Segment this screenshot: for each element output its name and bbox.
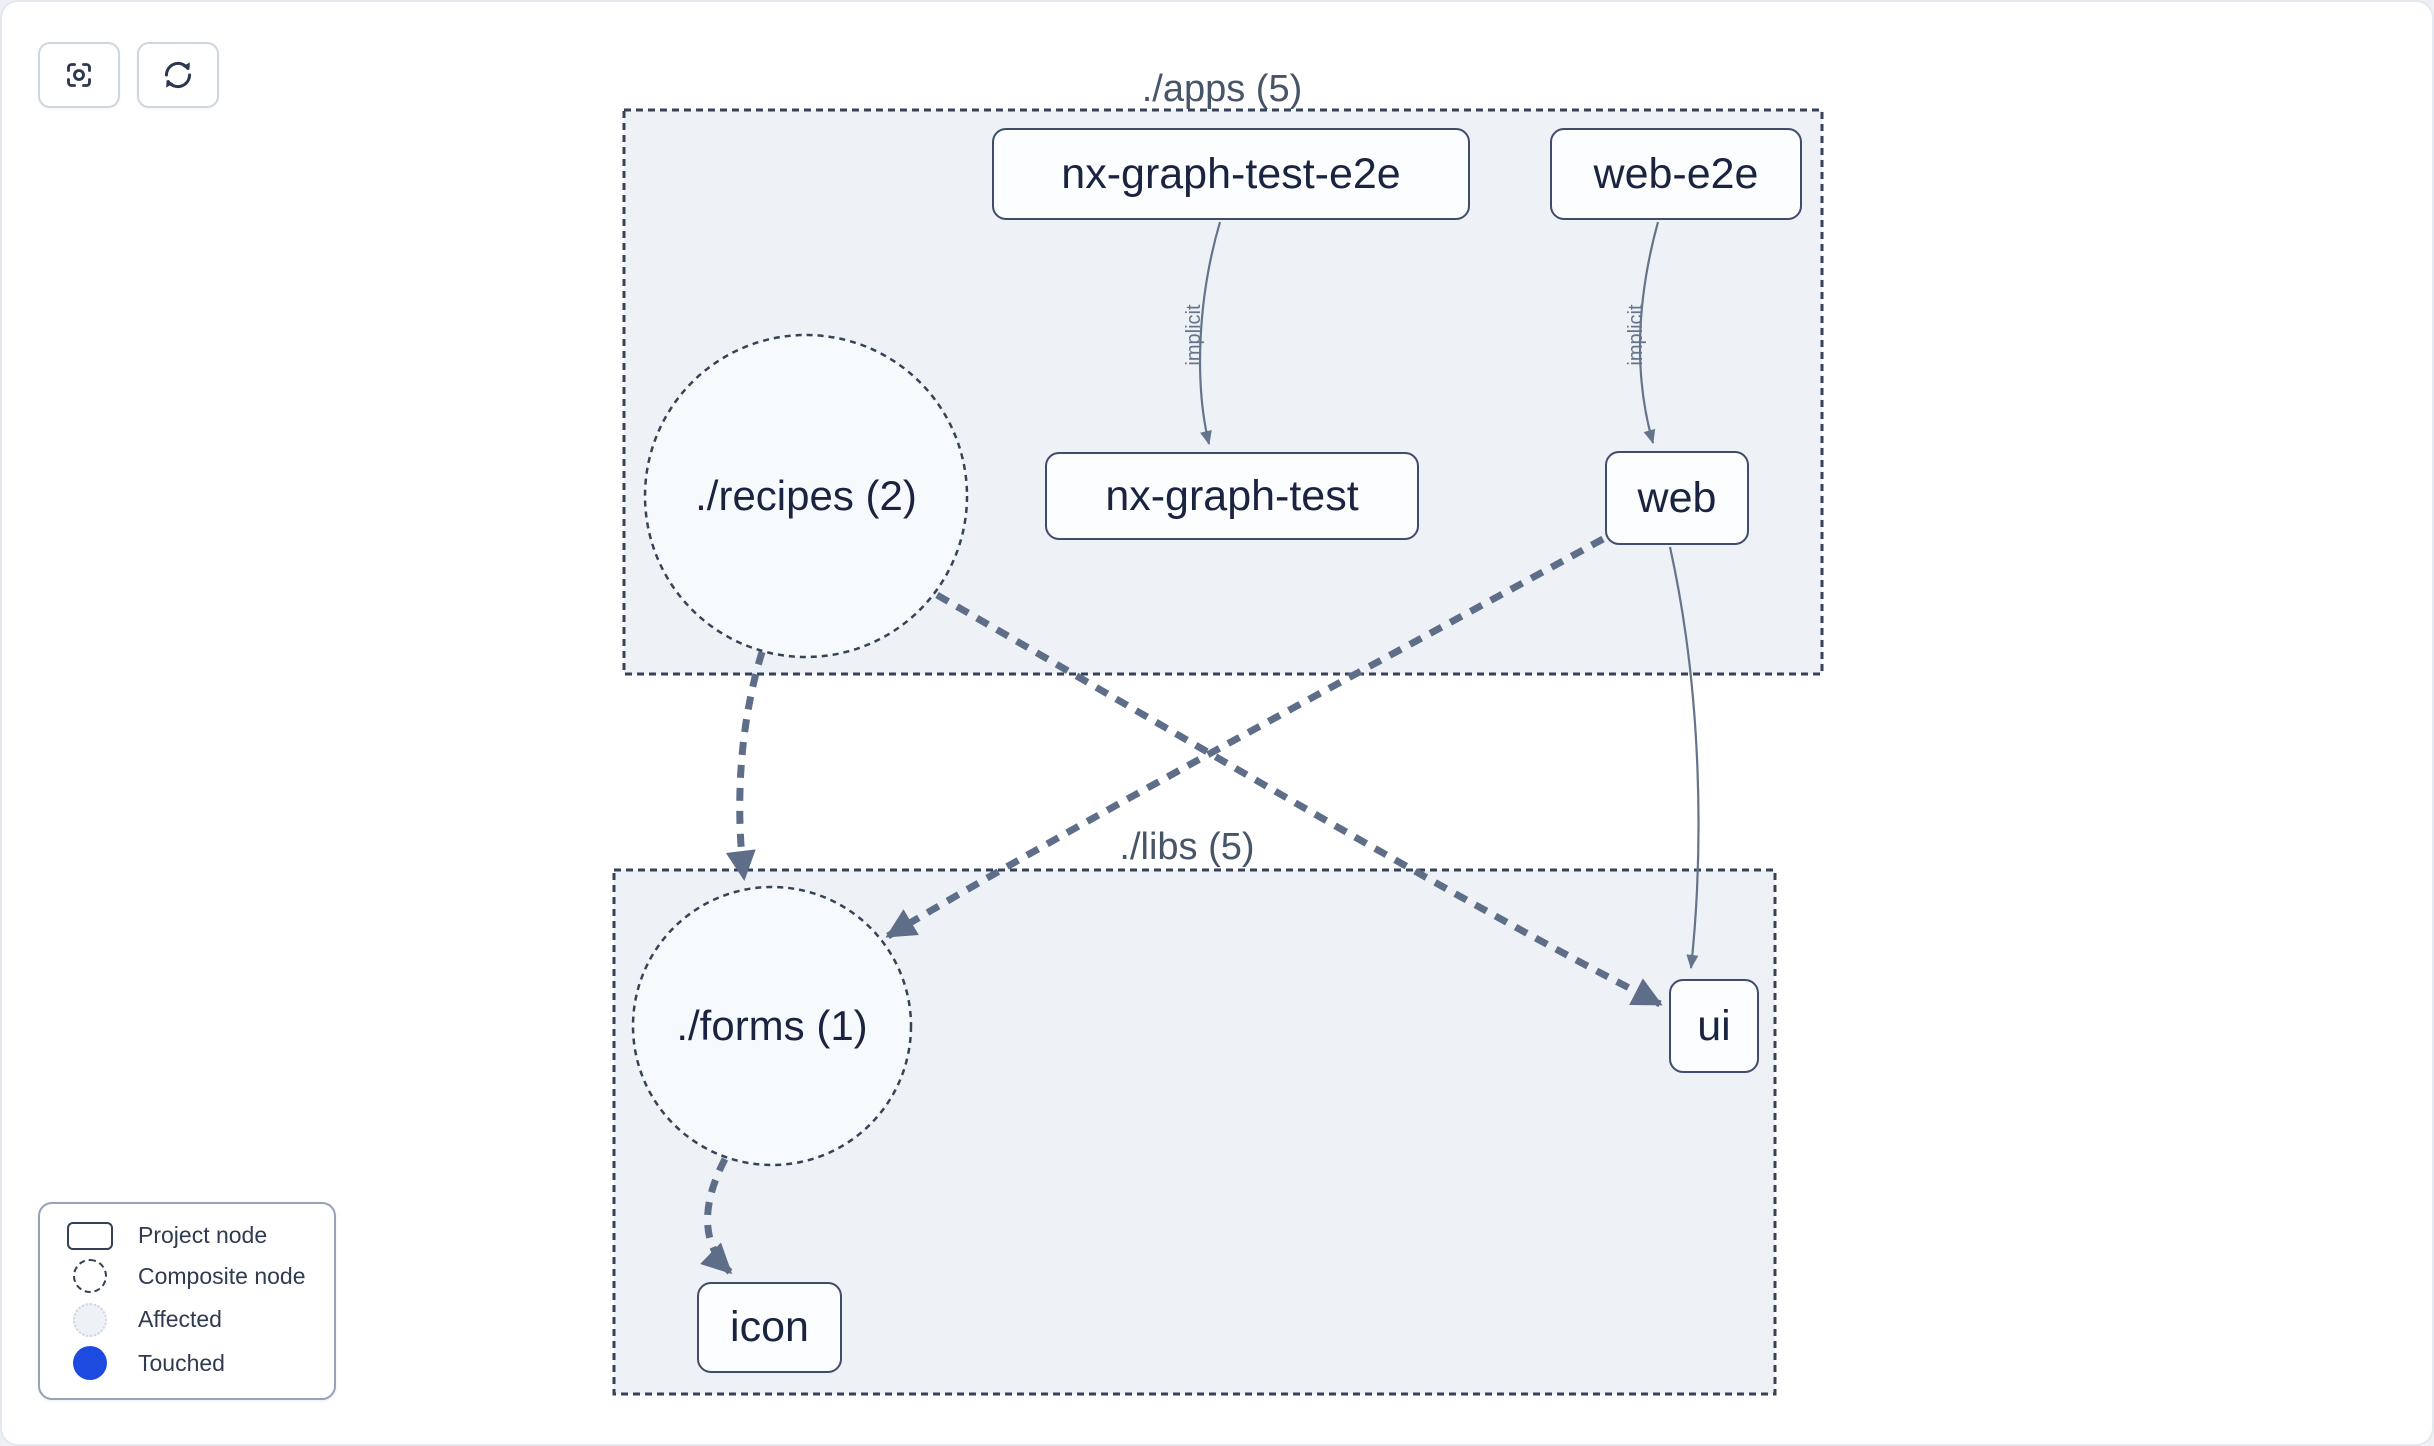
edge-web-to-ui[interactable] bbox=[1668, 546, 1700, 969]
composite-node-symbol bbox=[73, 1259, 107, 1294]
legend-label: Composite node bbox=[138, 1262, 306, 1289]
node-web-e2e[interactable]: web-e2e bbox=[1550, 128, 1802, 220]
touched-symbol bbox=[73, 1346, 107, 1381]
legend-label: Project node bbox=[138, 1222, 268, 1249]
affected-symbol bbox=[73, 1302, 107, 1337]
composite-node-recipes[interactable]: ./recipes (2) bbox=[695, 472, 917, 519]
project-node-symbol bbox=[67, 1221, 113, 1250]
edge-nx-graph-test-e2e-to-nx-graph-test[interactable] bbox=[1198, 221, 1222, 445]
node-nx-graph-test-e2e[interactable]: nx-graph-test-e2e bbox=[992, 128, 1470, 220]
graph-toolbar bbox=[38, 42, 219, 108]
edge-label-implicit-1: implicit bbox=[1183, 304, 1205, 366]
refresh-graph-button[interactable] bbox=[137, 42, 219, 108]
center-graph-button[interactable] bbox=[38, 42, 120, 108]
refresh-icon bbox=[164, 61, 192, 89]
legend-item-project-node: Project node bbox=[40, 1221, 334, 1250]
edge-recipes-to-forms[interactable] bbox=[725, 650, 766, 881]
edge-web-to-forms[interactable] bbox=[885, 535, 1605, 940]
group-title-libs: ./libs (5) bbox=[1119, 826, 1255, 868]
node-web[interactable]: web bbox=[1605, 451, 1749, 545]
legend-item-affected: Affected bbox=[40, 1302, 334, 1337]
group-title-apps: ./apps (5) bbox=[1141, 68, 1303, 110]
legend-item-touched: Touched bbox=[40, 1346, 334, 1381]
composite-node-forms[interactable]: ./forms (1) bbox=[676, 1002, 868, 1049]
node-nx-graph-test[interactable]: nx-graph-test bbox=[1045, 452, 1419, 540]
edge-web-e2e-to-web[interactable] bbox=[1638, 221, 1660, 444]
node-icon[interactable]: icon bbox=[697, 1282, 842, 1373]
focus-icon bbox=[67, 63, 91, 87]
legend-item-composite-node: Composite node bbox=[40, 1259, 334, 1294]
composite-node-forms-circle[interactable] bbox=[631, 885, 913, 1167]
legend-label: Touched bbox=[138, 1349, 225, 1376]
legend: Project node Composite node Affected Tou… bbox=[38, 1202, 336, 1400]
edge-label-implicit-2: implicit bbox=[1625, 304, 1647, 366]
legend-label: Affected bbox=[138, 1306, 222, 1333]
edge-recipes-to-ui[interactable] bbox=[935, 591, 1663, 1008]
node-ui[interactable]: ui bbox=[1669, 979, 1759, 1073]
composite-node-recipes-circle[interactable] bbox=[643, 333, 969, 659]
